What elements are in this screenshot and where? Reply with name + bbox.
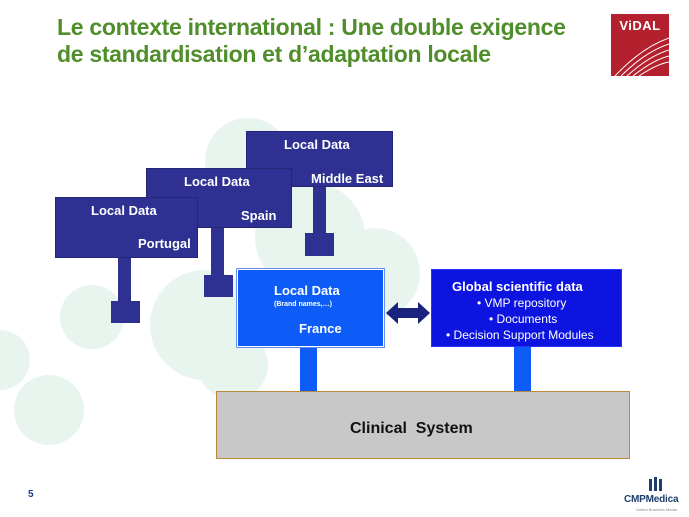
middle-east-foot [305, 233, 334, 256]
vidal-logo: ViDAL [611, 14, 669, 76]
box-country: Portugal [138, 236, 191, 251]
global-item: • Decision Support Modules [446, 328, 594, 342]
middle-east-stem [313, 185, 326, 235]
box-subtitle: (Brand names,…) [274, 301, 332, 308]
local-data-portugal-box: Local Data Portugal [55, 197, 198, 258]
clinical-system-label: Clinical System [350, 420, 473, 437]
clinical-system-bar [216, 391, 630, 459]
global-item: • VMP repository [477, 296, 567, 310]
global-item: • Documents [489, 312, 558, 326]
box-country: Spain [241, 208, 277, 223]
cmpmedica-logo-icon [649, 477, 662, 491]
background-circle [0, 330, 30, 390]
box-heading: Local Data [284, 137, 350, 152]
global-scientific-data-box: Global scientific data • VMP repository … [431, 269, 622, 347]
box-country: Middle East [311, 171, 384, 186]
bidirectional-arrow-icon [386, 302, 430, 324]
spain-stem [211, 225, 224, 277]
slide-title: Le contexte international : Une double e… [57, 14, 566, 67]
portugal-foot [111, 301, 140, 323]
page-number: 5 [28, 489, 34, 500]
spain-foot [204, 275, 233, 297]
local-data-spain-box: Local Data Spain [146, 168, 292, 228]
box-country: France [299, 321, 342, 336]
box-heading: Local Data [91, 203, 157, 218]
box-heading: Local Data [184, 174, 250, 189]
vidal-logo-graphic [614, 37, 669, 76]
portugal-stem [118, 256, 131, 303]
cmpmedica-logo-text: CMPMedica [624, 494, 679, 505]
local-data-france-box: Local Data (Brand names,…) France [236, 268, 385, 348]
cmpmedica-tagline: United Business Media [636, 507, 677, 512]
france-stem [300, 345, 317, 400]
box-heading: Local Data [274, 283, 340, 298]
vidal-logo-text: ViDAL [619, 18, 661, 33]
background-circle [14, 375, 84, 445]
box-heading: Global scientific data [452, 279, 583, 294]
